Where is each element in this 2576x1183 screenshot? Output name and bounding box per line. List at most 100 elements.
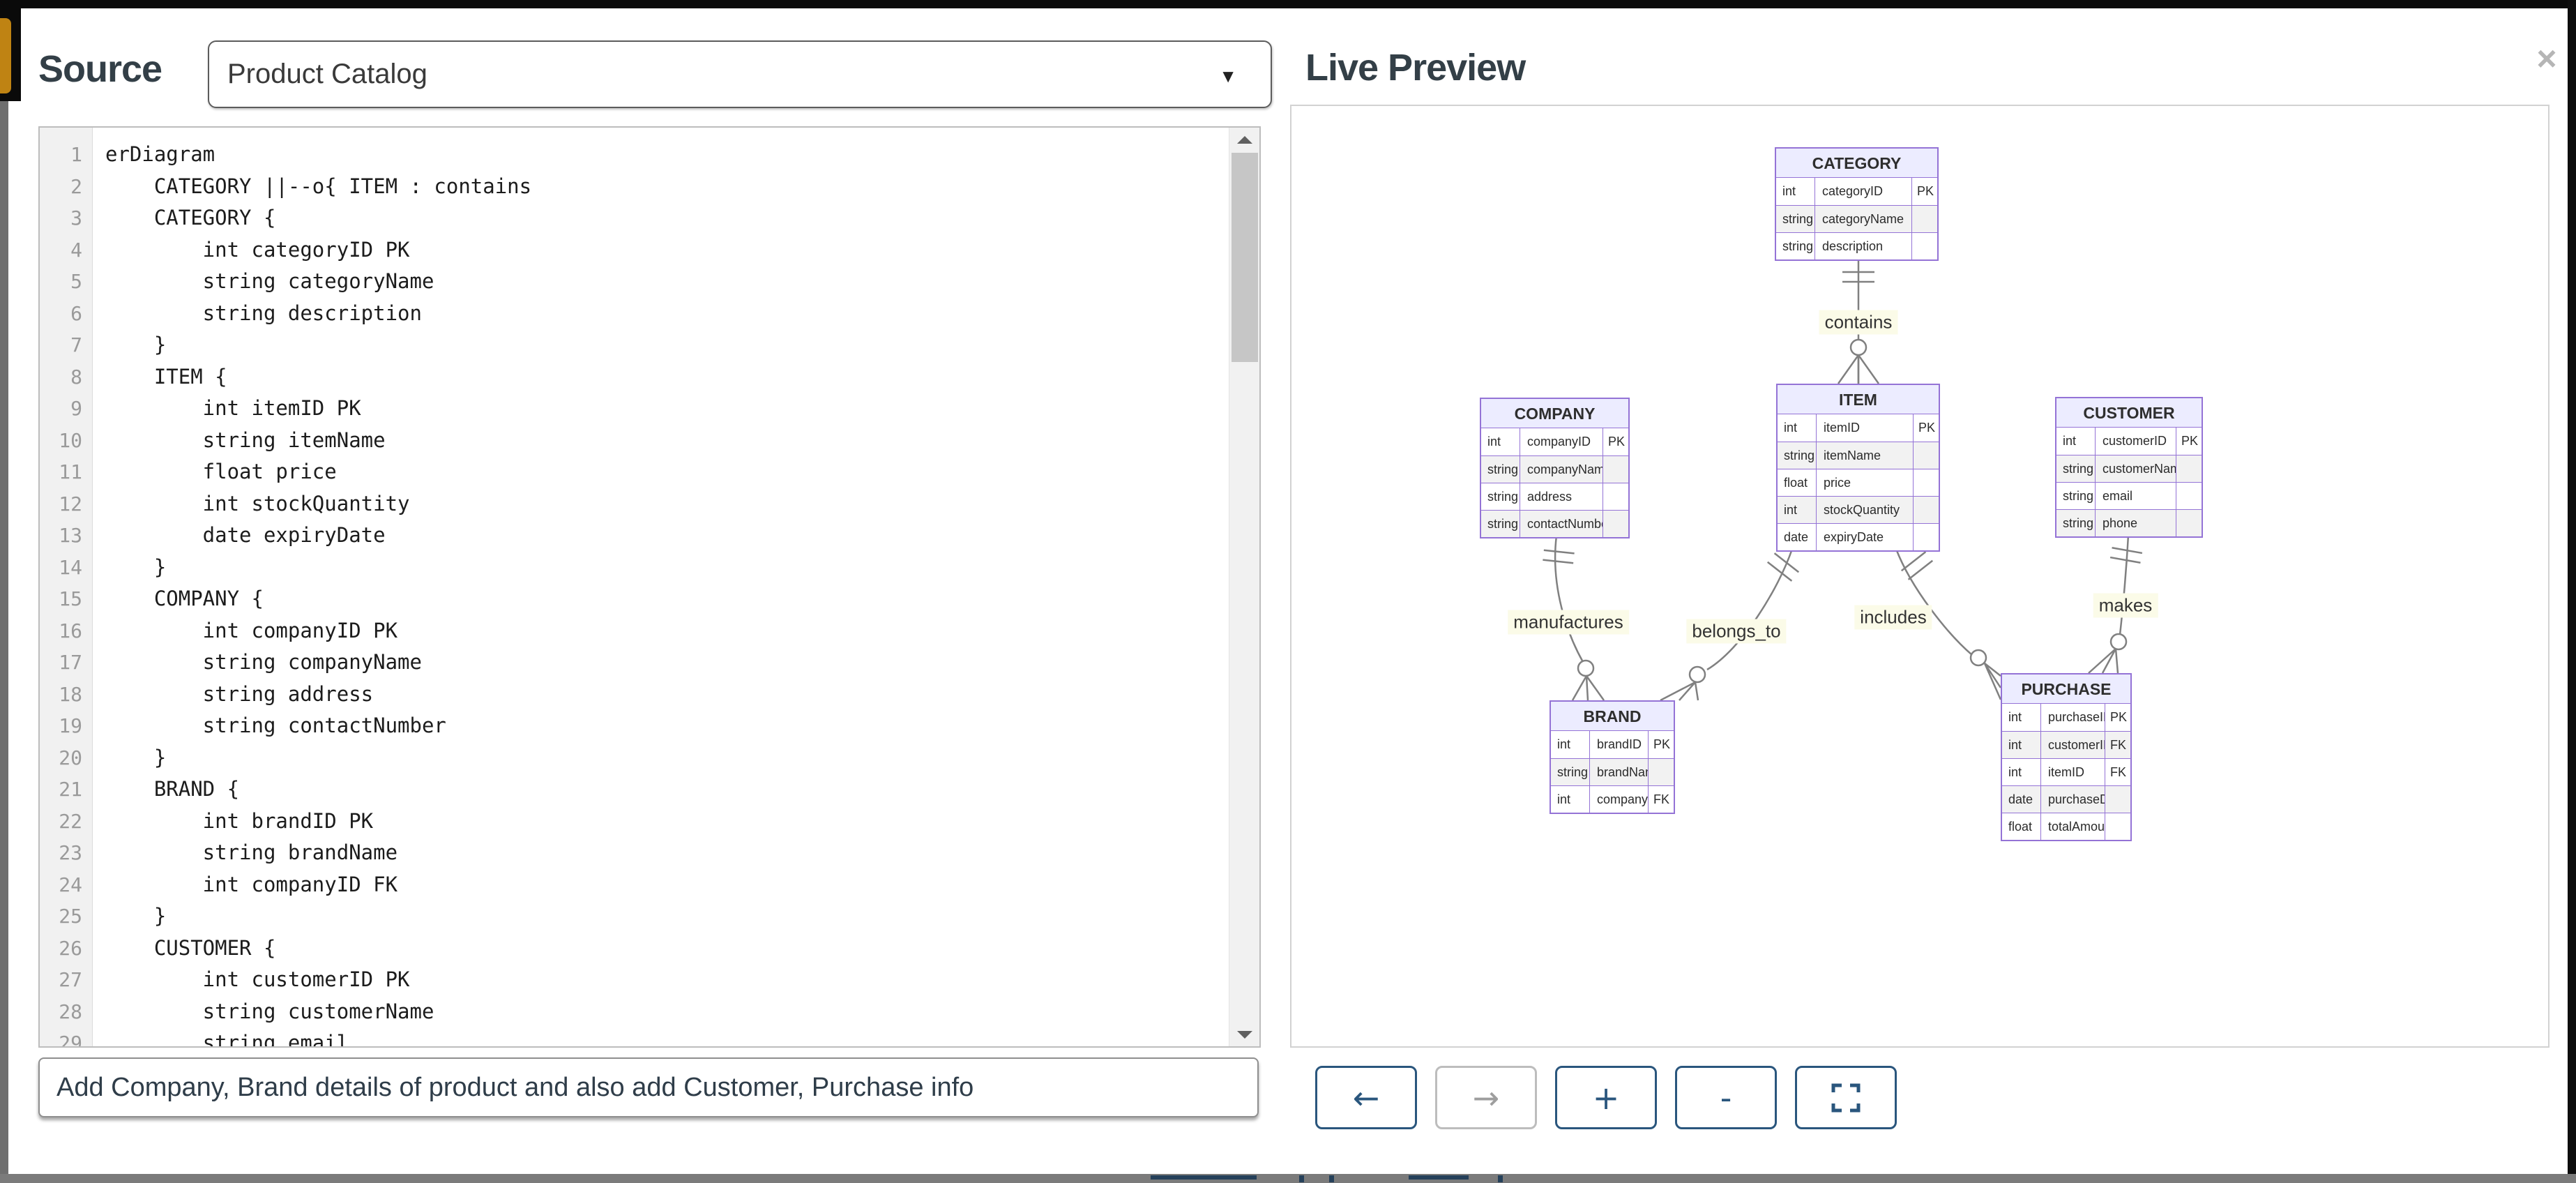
code-line[interactable]: 14 } xyxy=(40,551,1229,583)
zoom-out-button[interactable]: - xyxy=(1675,1066,1777,1129)
code-line[interactable]: 16 int companyID PK xyxy=(40,615,1229,647)
code-text: string address xyxy=(105,681,374,706)
er-diagram-edges xyxy=(1543,258,2143,702)
template-dropdown-value: Product Catalog xyxy=(227,59,427,89)
code-line[interactable]: 2 CATEGORY ||--o{ ITEM : contains xyxy=(40,170,1229,202)
attribute-name: purchaseDate xyxy=(2041,786,2105,813)
attribute-name: description xyxy=(1815,233,1912,259)
code-line[interactable]: 26 CUSTOMER { xyxy=(40,932,1229,964)
entity-customer: CUSTOMERintcustomerIDPKstringcustomerNam… xyxy=(2055,397,2203,538)
attribute-name: itemID xyxy=(1817,414,1914,442)
attribute-type: string xyxy=(1481,511,1520,537)
code-line[interactable]: 24 int companyID FK xyxy=(40,868,1229,901)
attribute-type: int xyxy=(2002,732,2041,758)
code-line[interactable]: 28 string customerName xyxy=(40,995,1229,1027)
attribute-name: price xyxy=(1817,469,1914,496)
line-number: 8 xyxy=(40,361,93,393)
code-line[interactable]: 8 ITEM { xyxy=(40,361,1229,393)
backdrop-bottom-strip xyxy=(0,1174,2576,1183)
scrollbar-down-icon[interactable] xyxy=(1229,1023,1259,1046)
undo-button[interactable]: ← xyxy=(1315,1066,1417,1129)
attribute-name: totalAmount xyxy=(2041,813,2105,840)
fullscreen-button[interactable] xyxy=(1795,1066,1897,1129)
code-line[interactable]: 7 } xyxy=(40,329,1229,361)
code-line[interactable]: 17 string companyName xyxy=(40,647,1229,679)
edge-belongs-to xyxy=(1660,548,1800,702)
attribute-key xyxy=(2105,813,2130,840)
zoom-in-button[interactable]: + xyxy=(1555,1066,1657,1129)
code-line[interactable]: 18 string address xyxy=(40,678,1229,710)
line-number: 2 xyxy=(40,170,93,202)
attribute-key xyxy=(1914,442,1939,469)
code-line[interactable]: 11 float price xyxy=(40,456,1229,488)
code-line[interactable]: 27 int customerID PK xyxy=(40,964,1229,996)
code-line[interactable]: 23 string brandName xyxy=(40,837,1229,869)
code-line[interactable]: 20 } xyxy=(40,741,1229,774)
code-line[interactable]: 6 string description xyxy=(40,297,1229,329)
line-number: 10 xyxy=(40,424,93,456)
attribute-type: int xyxy=(1481,428,1520,455)
attribute-name: itemID xyxy=(2041,759,2105,785)
attribute-key: PK xyxy=(1608,435,1626,449)
entity-name: CATEGORY xyxy=(1776,149,1937,178)
code-line[interactable]: 13 date expiryDate xyxy=(40,520,1229,552)
attribute-name: phone xyxy=(2096,510,2176,536)
attribute-type: string xyxy=(1551,759,1590,785)
code-line[interactable]: 29 string email xyxy=(40,1027,1229,1046)
attribute-key xyxy=(2176,483,2202,509)
edge-manufactures xyxy=(1543,535,1605,701)
code-line[interactable]: 21 BRAND { xyxy=(40,774,1229,806)
code-text: string brandName xyxy=(105,841,398,864)
line-number: 17 xyxy=(40,647,93,679)
line-number: 25 xyxy=(40,901,93,933)
scrollbar-thumb[interactable] xyxy=(1232,153,1258,362)
prompt-input[interactable] xyxy=(38,1057,1259,1117)
template-dropdown[interactable]: Product Catalog ▼ xyxy=(208,40,1272,108)
code-line[interactable]: 12 int stockQuantity xyxy=(40,488,1229,520)
attribute-name: brandName xyxy=(1590,759,1649,785)
code-text: erDiagram xyxy=(105,142,215,166)
source-panel-title: Source xyxy=(38,48,162,90)
code-line[interactable]: 15 COMPANY { xyxy=(40,583,1229,615)
entity-attribute-row: intpurchaseIDPK xyxy=(2002,704,2130,731)
code-line[interactable]: 19 string contactNumber xyxy=(40,710,1229,742)
scrollbar-up-icon[interactable] xyxy=(1229,128,1259,151)
code-line[interactable]: 5 string categoryName xyxy=(40,266,1229,298)
code-line[interactable]: 9 int itemID PK xyxy=(40,393,1229,425)
backdrop-logo-fragment xyxy=(0,18,11,93)
code-line[interactable]: 3 CATEGORY { xyxy=(40,202,1229,234)
backdrop-edge-left xyxy=(0,0,8,1183)
attribute-name: address xyxy=(1520,483,1603,510)
line-number: 11 xyxy=(40,456,93,488)
line-number: 22 xyxy=(40,805,93,837)
relationship-label: includes xyxy=(1854,605,1932,630)
code-line[interactable]: 22 int brandID PK xyxy=(40,805,1229,837)
line-number: 23 xyxy=(40,837,93,869)
attribute-name: contactNumber xyxy=(1520,511,1603,537)
line-number: 9 xyxy=(40,393,93,425)
attribute-type: string xyxy=(2056,483,2096,509)
redo-button[interactable]: → xyxy=(1435,1066,1537,1129)
code-line[interactable]: 10 string itemName xyxy=(40,424,1229,456)
attribute-type: string xyxy=(1481,483,1520,510)
attribute-type: date xyxy=(1778,524,1817,550)
code-line[interactable]: 4 int categoryID PK xyxy=(40,234,1229,266)
minus-icon: - xyxy=(1720,1078,1732,1117)
close-icon[interactable]: × xyxy=(2536,39,2557,78)
attribute-key: PK xyxy=(2110,710,2128,724)
editor-scrollbar[interactable] xyxy=(1229,128,1259,1046)
code-line[interactable]: 25 } xyxy=(40,901,1229,933)
